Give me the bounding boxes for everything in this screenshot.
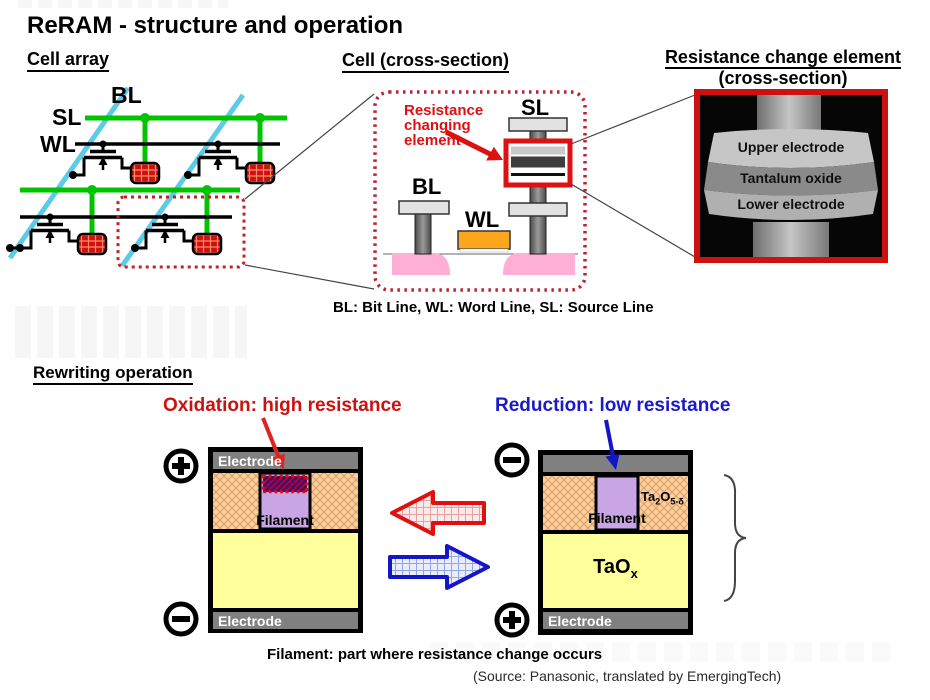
reduction-arrow <box>604 419 620 470</box>
tem-photo <box>694 89 888 263</box>
cell-array-diagram <box>6 86 375 290</box>
bl-via <box>414 211 432 255</box>
bottom-electrode <box>213 612 358 629</box>
plus-terminal-icon <box>166 451 196 481</box>
annotation-arrow-red <box>444 129 503 161</box>
ta2o5-label: Ta2O5-δ <box>641 489 684 507</box>
oxidized-filament-tip <box>261 474 309 494</box>
dotted-frame <box>373 90 587 292</box>
reram-element <box>129 161 161 185</box>
wl-label: WL <box>40 131 76 157</box>
upper-electrode-layer <box>708 129 874 168</box>
cell-array-heading: Cell array <box>27 49 110 72</box>
cell-cross-section-heading: Cell (cross-section) <box>342 50 510 73</box>
filament-footnote: Filament: part where resistance change o… <box>267 646 603 663</box>
highlighted-cell-box <box>116 195 246 269</box>
left-device <box>166 417 363 634</box>
top-electrode <box>213 452 358 469</box>
tantalum-oxide-label: Tantalum oxide <box>740 170 842 186</box>
doped-region <box>503 253 575 275</box>
bottom-electrode <box>543 612 688 629</box>
reram-element <box>76 232 108 256</box>
taox-layer <box>543 534 688 608</box>
sl-contact <box>508 117 568 132</box>
zoom-connector <box>570 94 696 145</box>
taox-layer <box>213 533 358 608</box>
reram-element <box>244 161 276 185</box>
right-device <box>497 419 747 635</box>
minus-terminal-icon <box>497 445 527 475</box>
transistor <box>182 138 248 181</box>
cell-cross-section-diagram <box>373 90 696 292</box>
minus-terminal-icon <box>166 604 196 634</box>
zoom-connector <box>244 93 375 200</box>
resistance-element-heading: Resistance change element (cross-section… <box>664 47 902 88</box>
reduction-direction-arrow <box>388 544 490 590</box>
zoom-connector <box>244 264 375 290</box>
bit-line-2 <box>119 93 246 268</box>
taox-label: TaOx <box>593 556 638 581</box>
filament-label: Filament <box>256 512 314 528</box>
oxidation-label: Oxidation: high resistance <box>163 395 402 416</box>
bl-label-cross: BL <box>412 174 442 199</box>
line-legend: BL: Bit Line, WL: Word Line, SL: Source … <box>333 299 654 316</box>
transistor <box>129 211 195 254</box>
page-title: ReRAM - structure and operation <box>27 12 404 39</box>
wl-gate <box>457 230 511 250</box>
reram-element <box>191 232 223 256</box>
doped-region <box>392 253 450 275</box>
reduction-label: Reduction: low resistance <box>495 395 731 416</box>
mid-contact <box>508 202 568 217</box>
filament <box>594 474 640 532</box>
filament-label: Filament <box>588 510 646 526</box>
oxidation-arrow <box>261 417 285 470</box>
upper-electrode-label: Upper electrode <box>737 139 845 155</box>
resistance-changing-element-annotation: Resistance changing element <box>404 102 484 149</box>
lower-electrode-label: Lower electrode <box>737 196 845 212</box>
lower-electrode-layer <box>704 190 878 220</box>
source-credit: (Source: Panasonic, translated by Emergi… <box>473 668 782 684</box>
oxidation-direction-arrow <box>390 490 486 536</box>
bl-contact <box>398 200 450 215</box>
plus-terminal-icon <box>497 605 527 635</box>
electrode-label: Electrode <box>218 613 282 629</box>
sl-label-cross: SL <box>521 95 550 120</box>
wl-label-cross: WL <box>465 207 500 232</box>
curly-brace <box>723 474 747 602</box>
tantalum-oxide-layer <box>704 162 878 196</box>
sl-label: SL <box>52 104 82 130</box>
electrode-label: Electrode <box>548 613 612 629</box>
electrode-label: Electrode <box>218 453 282 469</box>
bl-label: BL <box>111 82 142 108</box>
rewriting-heading: Rewriting operation <box>33 363 193 385</box>
resistance-element-stack <box>503 138 573 188</box>
zoom-connector <box>570 183 696 258</box>
